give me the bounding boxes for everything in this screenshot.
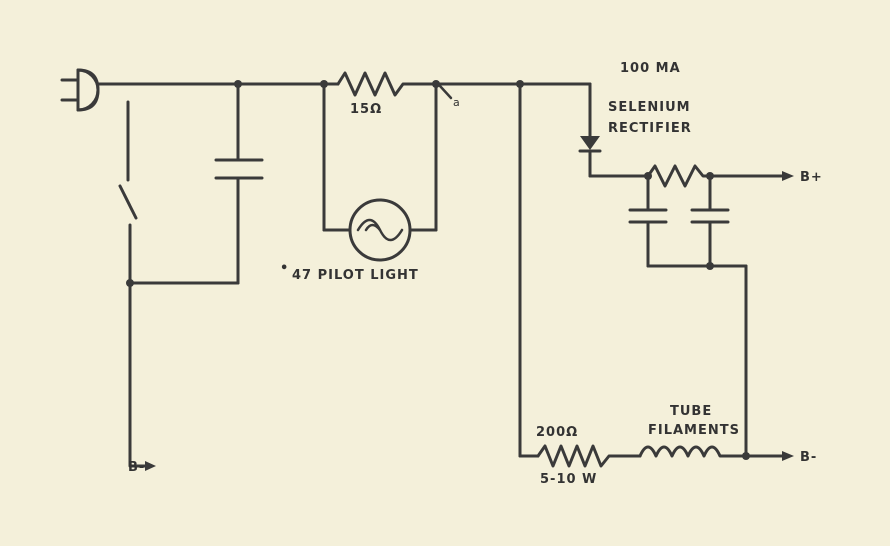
- rectifier-label-3: RECTIFIER: [608, 121, 692, 136]
- b-minus-label: B-: [800, 450, 817, 465]
- b-plus-label: B+: [800, 170, 823, 185]
- resistor-200-label: 200Ω: [536, 425, 578, 440]
- ac-plug-icon: [60, 68, 100, 112]
- resistor-200-watt-label: 5-10 W: [540, 472, 597, 487]
- pilot-light-label: 47 PILOT LIGHT: [292, 268, 419, 283]
- tube-label-1: TUBE: [670, 404, 712, 419]
- pilot-bullet: •: [280, 261, 289, 276]
- tube-filaments-icon: [638, 445, 748, 458]
- b-minus-left-label: B-: [128, 460, 145, 475]
- tube-label-2: FILAMENTS: [648, 423, 740, 438]
- rectifier-label-1: 100 MA: [620, 61, 681, 76]
- node-a-label: a: [453, 96, 461, 109]
- filter-resistor: [646, 164, 712, 188]
- switch-icon: [118, 184, 138, 220]
- resistor-15-label: 15Ω: [350, 102, 382, 117]
- resistor-200-ohm: [536, 444, 642, 468]
- selenium-rectifier-icon: [580, 136, 600, 150]
- rectifier-label-2: SELENIUM: [608, 100, 691, 115]
- pilot-light-icon: [348, 198, 412, 262]
- b-minus-left-arrow: [128, 446, 147, 468]
- resistor-15-ohm: [336, 71, 410, 97]
